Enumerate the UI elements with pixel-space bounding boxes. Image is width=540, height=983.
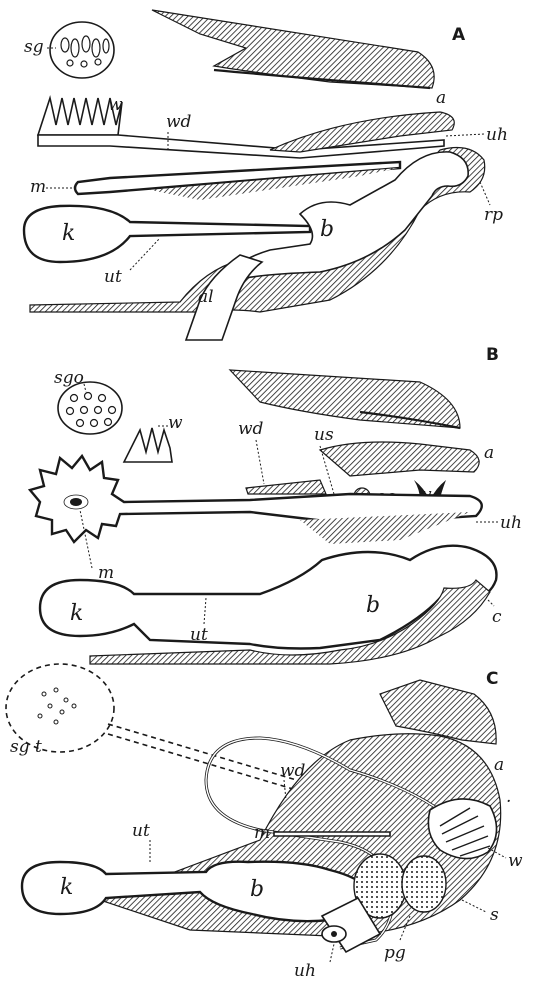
tissue-wedge-top-b [230, 370, 460, 428]
label-b-c: b [250, 877, 264, 902]
ovary-section-b [58, 382, 122, 434]
epididymis-c [428, 799, 496, 859]
label-ut-c: ut [132, 821, 150, 841]
panel-b-letter: B [486, 345, 499, 365]
panel-a-letter: A [452, 25, 466, 45]
label-wd-b: wd [238, 419, 264, 439]
label-k-b: k [70, 601, 83, 626]
label-rp-a: rp [484, 205, 503, 225]
urogenital-sinus-band-b [320, 442, 479, 476]
label-uh-a: uh [486, 125, 508, 145]
label-s: s [490, 905, 499, 925]
panel-b: B sgo w a us wd oc [30, 345, 522, 664]
label-k-c: k [60, 875, 73, 900]
label-uh-c: uh [294, 961, 316, 981]
label-a-a: a [436, 88, 446, 108]
panel-c: C a . sg t wd m ut [6, 664, 523, 981]
label-b-b: b [366, 593, 380, 618]
label-w-b: w [168, 413, 183, 433]
label-b-a: b [320, 217, 334, 242]
dot-mark: . [506, 787, 511, 807]
label-m-a: m [30, 177, 46, 197]
label-m-c: m [254, 823, 270, 843]
label-w-a: w [108, 95, 123, 115]
label-us: us [314, 425, 334, 445]
label-k-a: k [62, 221, 75, 246]
label-a-c: a [494, 755, 504, 775]
label-sg: sg [24, 37, 44, 57]
ovary-section-a [50, 22, 114, 78]
label-uh-b: uh [500, 513, 522, 533]
wolffian-duct-b [246, 480, 326, 494]
panel-a: A sg a w wd uh m [24, 10, 508, 340]
label-a-b: a [484, 443, 494, 463]
label-c: c [492, 607, 502, 627]
label-sgo: sgo [54, 368, 84, 388]
panel-c-letter: C [486, 669, 498, 689]
label-ut-a: ut [104, 267, 122, 287]
label-wd-c: wd [280, 761, 306, 781]
label-pg: pg [384, 943, 406, 963]
label-ut-b: ut [190, 625, 208, 645]
mullerian-rudiment-c [274, 832, 390, 836]
label-wd-a: wd [166, 112, 192, 132]
label-w-c: w [508, 851, 523, 871]
label-al-a: al [198, 287, 214, 307]
comb-w-b [124, 428, 172, 462]
label-sgt: sg t [10, 737, 42, 757]
prostate-right [402, 856, 446, 912]
